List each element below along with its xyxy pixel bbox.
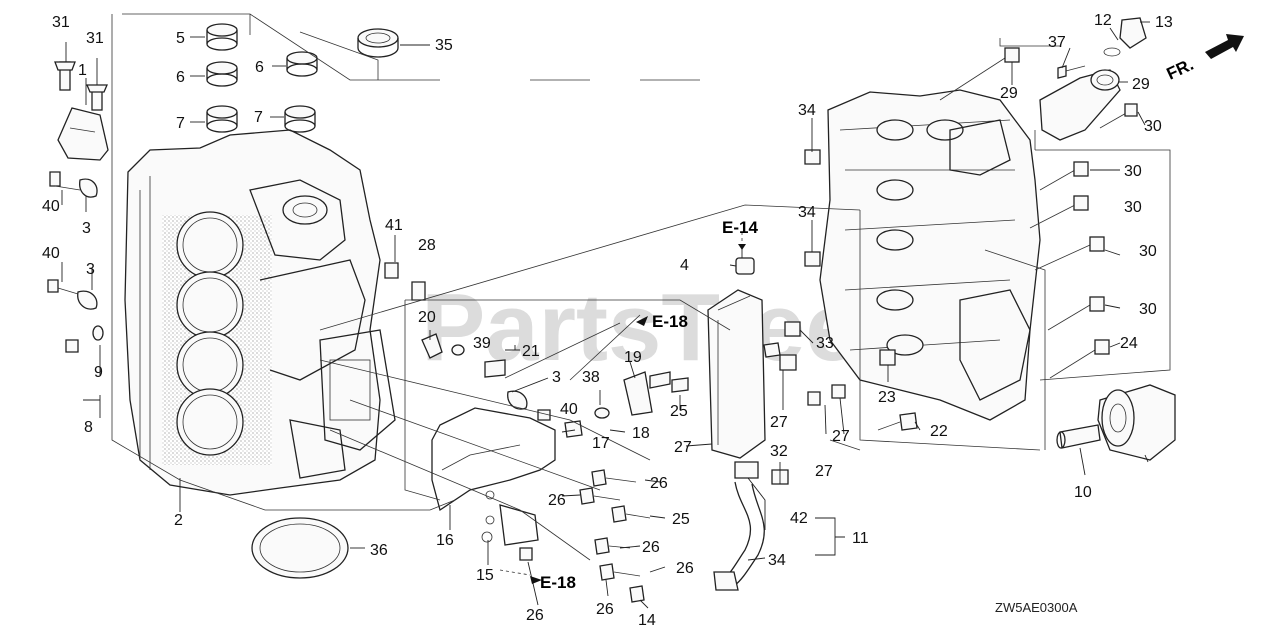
diagram-code: ZW5AE0300A <box>995 600 1078 615</box>
cylinder-head <box>784 89 1041 431</box>
callout-number: 34 <box>798 102 816 119</box>
oil-filter <box>1056 384 1176 461</box>
callout-number: 16 <box>436 532 454 549</box>
callout-number: 31 <box>52 14 70 31</box>
callout-number: 30 <box>1124 163 1142 180</box>
callout-number: 14 <box>638 612 656 629</box>
callout-number: 28 <box>418 237 436 254</box>
thermostat-housing <box>1039 17 1147 141</box>
callout-number: 18 <box>632 425 650 442</box>
callout-number: 24 <box>1120 335 1138 352</box>
reference-label: E-18 <box>652 312 688 331</box>
head-bolts <box>939 47 1110 379</box>
callout-number: 8 <box>84 419 93 436</box>
callout-number: 20 <box>418 309 436 326</box>
callout-number: 41 <box>385 217 403 234</box>
callout-number: 34 <box>798 204 816 221</box>
callout-number: 3 <box>82 220 91 237</box>
callout-number: 33 <box>816 335 834 352</box>
callout-number: 7 <box>176 115 185 132</box>
callout-number: 40 <box>560 401 578 418</box>
callout-number: 26 <box>548 492 566 509</box>
callout-number: 37 <box>1048 34 1066 51</box>
o-ring-seal <box>251 517 349 579</box>
callout-number: 9 <box>94 364 103 381</box>
front-arrow-icon <box>1205 34 1244 59</box>
callout-number: 29 <box>1000 85 1018 102</box>
callout-number: 30 <box>1139 301 1157 318</box>
callout-number: 36 <box>370 542 388 559</box>
reference-label: E-18 <box>540 573 576 592</box>
callout-number: 3 <box>552 369 561 386</box>
callout-number: 26 <box>642 539 660 556</box>
bolts-row <box>519 469 651 603</box>
callout-number: 22 <box>930 423 948 440</box>
callout-number: 11 <box>852 530 869 547</box>
callout-number: 26 <box>526 607 544 624</box>
left-small-parts <box>47 171 104 353</box>
callout-number: 19 <box>624 349 642 366</box>
callout-number: 26 <box>676 560 694 577</box>
callout-number: 21 <box>522 343 540 360</box>
bracket-part <box>54 61 109 161</box>
callout-number: 15 <box>476 567 494 584</box>
callout-number: 17 <box>592 435 610 452</box>
callout-number: 6 <box>176 69 185 86</box>
callout-number: 2 <box>174 512 183 529</box>
callout-number: 12 <box>1094 12 1112 29</box>
callout-number: 30 <box>1124 199 1142 216</box>
cylinder-unit <box>707 257 846 591</box>
callout-number: 6 <box>255 59 264 76</box>
callout-number: 25 <box>672 511 690 528</box>
construction-lines <box>111 13 1171 576</box>
callout-number: 34 <box>768 552 786 569</box>
callout-number: 42 <box>790 510 808 527</box>
cap-rings <box>206 23 318 133</box>
callout-number: 38 <box>582 369 600 386</box>
front-indicator-label: FR. <box>1164 55 1197 84</box>
callout-number: 26 <box>650 475 668 492</box>
callout-number: 5 <box>176 30 185 47</box>
callout-number: 29 <box>1132 76 1150 93</box>
cylinder-bores <box>176 211 244 456</box>
callout-number: 30 <box>1144 118 1162 135</box>
leader-lines <box>61 21 1150 609</box>
callout-number: 1 <box>78 62 87 79</box>
callout-number: 30 <box>1139 243 1157 260</box>
callout-number: 23 <box>878 389 896 406</box>
callout-number: 25 <box>670 403 688 420</box>
callout-number: 3 <box>86 261 95 278</box>
callout-number: 32 <box>770 443 788 460</box>
callout-number: 27 <box>832 428 850 445</box>
sensors-middle <box>384 262 689 438</box>
reference-label: E-14 <box>722 218 758 237</box>
oil-seal <box>357 28 399 58</box>
callout-number: 39 <box>473 335 491 352</box>
reference-arrows <box>530 244 746 584</box>
callout-number: 40 <box>42 198 60 215</box>
callout-number: 31 <box>86 30 104 47</box>
callout-number: 7 <box>254 109 263 126</box>
callout-number: 4 <box>680 257 689 274</box>
cylinder-block <box>124 129 396 496</box>
callout-number: 27 <box>770 414 788 431</box>
gasket-cover <box>431 407 556 546</box>
callout-number: 26 <box>596 601 614 618</box>
callout-number: 27 <box>815 463 833 480</box>
callout-number: 27 <box>674 439 692 456</box>
callout-number: 13 <box>1155 14 1173 31</box>
callout-number: 40 <box>42 245 60 262</box>
callout-number: 10 <box>1074 484 1092 501</box>
callout-number: 35 <box>435 37 453 54</box>
